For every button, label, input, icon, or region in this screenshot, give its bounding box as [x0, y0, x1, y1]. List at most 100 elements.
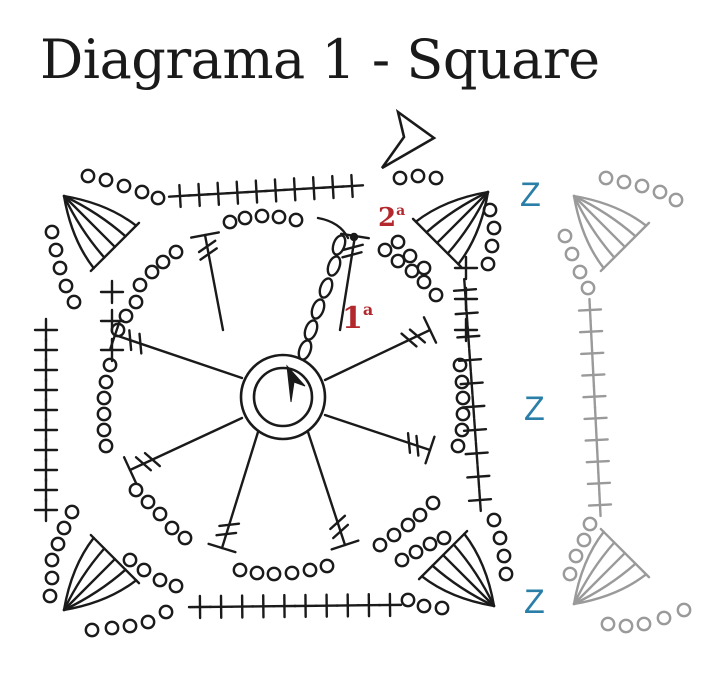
- single-crochet: [99, 279, 125, 305]
- cluster-base: [599, 221, 651, 273]
- dc-post: [306, 430, 347, 547]
- chain-stitch: [150, 190, 166, 206]
- single-crochet: [466, 464, 491, 489]
- single-crochet: [33, 357, 59, 383]
- treble-stitch: [62, 194, 117, 249]
- chain-stitch: [140, 494, 156, 510]
- corner-cluster-top-left: [62, 194, 141, 273]
- dc-top: [122, 456, 138, 484]
- cluster-base: [89, 533, 141, 585]
- treble-stitch: [457, 190, 490, 266]
- single-crochet: [33, 337, 59, 363]
- chain-stitch: [498, 566, 514, 582]
- single-crochet: [33, 437, 59, 463]
- chain-stitch: [390, 234, 406, 250]
- dc-top: [207, 542, 237, 554]
- chain-stitch: [303, 319, 319, 341]
- chain-stitch: [416, 274, 432, 290]
- dc-slash: [341, 251, 363, 259]
- dc-top: [422, 316, 438, 344]
- sc-stroke: [235, 180, 240, 205]
- sc-stroke: [254, 179, 259, 204]
- chain-stitch: [482, 202, 498, 218]
- single-crochet: [272, 593, 297, 619]
- chain-stitch: [84, 622, 100, 638]
- sc-stroke: [466, 474, 491, 479]
- sc-stroke: [216, 181, 221, 206]
- treble-stitch: [414, 190, 490, 223]
- treble-stitch: [572, 194, 605, 270]
- corner-cluster-top-right: [411, 190, 490, 269]
- chain-stitch: [56, 520, 72, 536]
- chain-stitch: [486, 512, 502, 528]
- chain-stitch: [455, 390, 471, 406]
- chain-stitch: [98, 172, 114, 188]
- treble-stitch: [572, 562, 637, 606]
- chain-stitch: [42, 588, 58, 604]
- dc-post: [323, 328, 432, 382]
- sc-stroke: [583, 416, 608, 421]
- treble-stitch: [62, 194, 95, 270]
- dc-post: [323, 413, 432, 452]
- chain-stitch: [116, 178, 132, 194]
- chain-stitch: [122, 552, 138, 568]
- chain-stitch: [44, 570, 60, 586]
- single-crochet: [461, 394, 486, 419]
- treble-stitch: [62, 194, 138, 227]
- sc-stroke: [350, 173, 354, 199]
- sc-stroke: [585, 459, 610, 464]
- treble-stitch: [572, 530, 605, 606]
- chain-stitch: [390, 253, 406, 269]
- chain-stitch: [428, 287, 444, 303]
- chain-stitch: [394, 552, 410, 568]
- chain-stitch: [652, 184, 668, 200]
- single-crochet: [356, 593, 382, 618]
- sc-stroke: [331, 174, 335, 200]
- adjacent-cluster-bottom: [572, 527, 651, 606]
- single-crochet: [581, 362, 606, 388]
- start-arrow-icon: [286, 364, 306, 403]
- chain-stitch: [412, 507, 428, 523]
- sc-stroke: [178, 183, 182, 209]
- chain-stitch: [50, 536, 66, 552]
- round-1-double-crochet: [306, 430, 360, 551]
- chain-stitch: [302, 562, 318, 578]
- sc-stroke: [467, 498, 493, 502]
- chain-stitch: [668, 192, 684, 208]
- sc-stroke: [464, 451, 489, 456]
- chain-stitch: [557, 228, 573, 244]
- chain-stitch: [96, 422, 112, 438]
- chain-stitch: [400, 592, 416, 608]
- dc-post: [113, 333, 244, 380]
- chain-stitch: [104, 620, 120, 636]
- join-marker-bottom: Z: [524, 583, 545, 621]
- chain-stitch: [44, 224, 60, 240]
- single-crochet: [335, 593, 360, 618]
- chain-stitch: [492, 530, 508, 546]
- dc-slash: [415, 434, 420, 457]
- chain-stitch: [402, 248, 418, 264]
- treble-stitch: [572, 194, 648, 227]
- chain-stitch: [618, 618, 634, 634]
- single-crochet: [586, 471, 612, 496]
- round-1-double-crochet: [122, 416, 244, 484]
- chain-stitch: [318, 277, 334, 299]
- chain-stitch: [331, 234, 347, 256]
- single-crochet: [33, 457, 59, 483]
- treble-stitch: [446, 190, 490, 255]
- chain-stitch: [392, 170, 408, 186]
- chain-stitch: [237, 210, 253, 226]
- chain-stitch: [134, 184, 150, 200]
- chain-stitch: [319, 558, 335, 574]
- join-marker-top: Z: [520, 176, 541, 214]
- round-1-label: 1a: [342, 300, 373, 336]
- single-crochet: [33, 417, 59, 443]
- sc-stroke: [586, 481, 612, 486]
- chain-stitch: [102, 357, 118, 373]
- chain-stitch: [410, 168, 426, 184]
- sc-stroke: [584, 438, 609, 442]
- single-crochet: [582, 384, 607, 409]
- dc-slash: [134, 456, 153, 472]
- sc-stroke: [581, 373, 606, 377]
- chain-stitch: [288, 212, 304, 228]
